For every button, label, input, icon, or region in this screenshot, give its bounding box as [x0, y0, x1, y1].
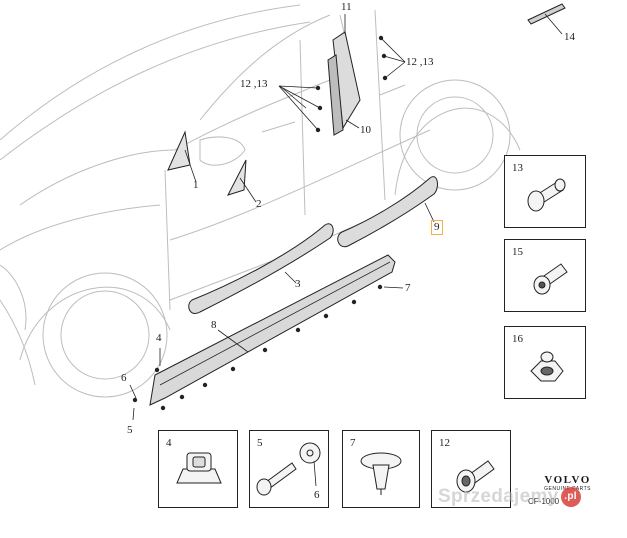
part-1-triangle-trim [167, 130, 191, 171]
detail-box-label-6: 6 [314, 489, 320, 501]
rear-wheel-outer [399, 79, 511, 191]
body-crease [169, 129, 431, 241]
watermark: Sprzedajemy.pl [438, 486, 581, 508]
part-8-sill-edge [159, 261, 391, 386]
detail-box-12: 12 [431, 430, 511, 508]
front-wheel-inner [60, 290, 150, 380]
detail-box-label: 7 [350, 437, 356, 449]
rear-wheel-arch [394, 107, 521, 196]
door-handle-rear [379, 84, 406, 96]
callout-11: 11 [341, 1, 352, 13]
part-3-door-moulding [188, 223, 334, 314]
rear-wheel-inner [416, 96, 494, 174]
brand-name: VOLVO [544, 474, 591, 486]
detail-box-15: 15 [504, 239, 586, 312]
detail-box-label: 4 [166, 437, 172, 449]
callout-10: 10 [360, 124, 371, 136]
drawing-id: CF-1000 [528, 497, 560, 506]
part-2-triangle-trim [227, 159, 247, 196]
windshield-line [19, 149, 176, 206]
car-roof-line-2 [0, 21, 311, 161]
rivet-clip-icon [533, 263, 568, 295]
callout-1: 1 [193, 179, 199, 191]
car-roof-line [0, 4, 301, 141]
expansion-rivet-icon [456, 460, 495, 493]
hood-line [0, 204, 161, 251]
push-pin-clip-icon [527, 178, 566, 212]
door-handle-front [261, 121, 296, 133]
callout-2: 2 [256, 198, 262, 210]
part-10-pillar-trim [327, 54, 344, 136]
mirror [199, 136, 246, 166]
door-rear-line [374, 9, 386, 201]
callout-5: 5 [127, 424, 133, 436]
screw-and-washer-icon [256, 442, 321, 496]
part-14-strip [527, 3, 566, 25]
nut-icon [530, 351, 564, 382]
front-wheel-arch [19, 286, 171, 361]
door-b-pillar [299, 39, 306, 216]
detail-box-label: 15 [512, 246, 523, 258]
callout-12-13-right: 12 ,13 [406, 56, 434, 68]
retainer-clip-icon [176, 452, 222, 484]
detail-box-label: 16 [512, 333, 523, 345]
detail-box-7: 7 [342, 430, 420, 508]
front-wheel-outer [42, 272, 168, 398]
callout-3: 3 [295, 278, 301, 290]
front-light [0, 264, 27, 331]
detail-box-4: 4 [158, 430, 238, 508]
callout-6: 6 [121, 372, 127, 384]
detail-box-label: 12 [439, 437, 450, 449]
callout-12-13-left: 12 ,13 [240, 78, 268, 90]
detail-box-5-6: 5 6 [249, 430, 329, 508]
window-lower [174, 79, 331, 151]
callout-7: 7 [405, 282, 411, 294]
part-9-door-moulding [337, 176, 438, 248]
detail-box-label: 13 [512, 162, 523, 174]
detail-box-13: 13 [504, 155, 586, 228]
callout-8: 8 [211, 319, 217, 331]
callout-14: 14 [564, 31, 575, 43]
part-8-sill-moulding [149, 254, 396, 406]
callout-9: 9 [431, 220, 443, 235]
detail-box-label: 5 [257, 437, 263, 449]
door-front-line [164, 169, 171, 311]
front-bumper [0, 299, 36, 386]
sill-clips [132, 284, 383, 411]
watermark-text: Sprzedajemy [438, 486, 559, 507]
watermark-badge: .pl [560, 487, 581, 507]
window-top [199, 14, 331, 121]
leader-lines [129, 13, 563, 421]
mushroom-clip-icon [360, 452, 402, 495]
callout-4: 4 [156, 332, 162, 344]
detail-box-16: 16 [504, 326, 586, 399]
